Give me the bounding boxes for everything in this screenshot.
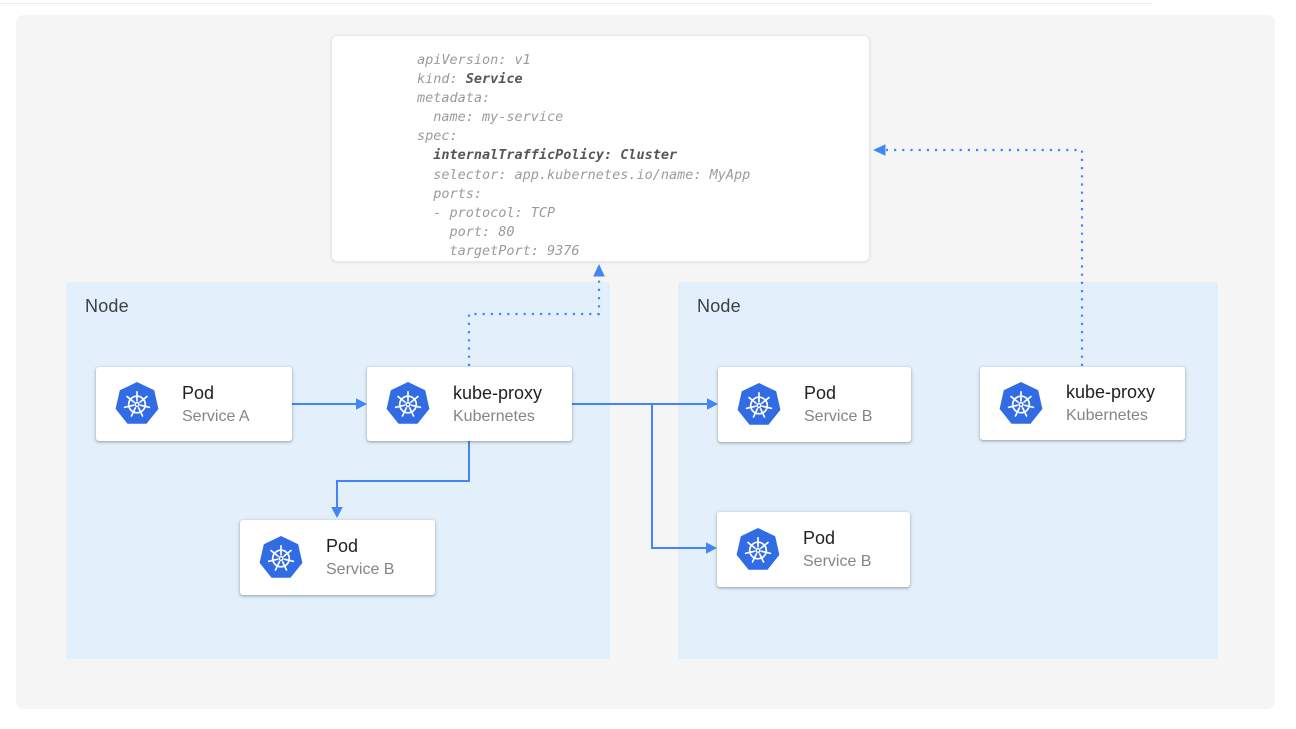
code-line: spec: bbox=[417, 127, 869, 146]
code-line: name: my-service bbox=[417, 108, 869, 127]
node-label: Node bbox=[697, 296, 741, 317]
kube-proxy-card-right: kube-proxy Kubernetes bbox=[980, 367, 1185, 440]
card-title: Pod bbox=[804, 382, 872, 404]
kubernetes-icon bbox=[998, 381, 1044, 427]
kubernetes-icon bbox=[258, 535, 304, 581]
code-line: - protocol: TCP bbox=[417, 204, 869, 223]
card-title: Pod bbox=[182, 382, 250, 404]
kubernetes-icon bbox=[736, 382, 782, 428]
code-line: port: 80 bbox=[417, 223, 869, 242]
code-line: apiVersion: v1 bbox=[417, 51, 869, 70]
node-box-right: Node bbox=[678, 282, 1218, 659]
code-line: selector: app.kubernetes.io/name: MyApp bbox=[417, 166, 869, 185]
node-box-left: Node bbox=[66, 282, 610, 659]
code-line: metadata: bbox=[417, 89, 869, 108]
pod-card-service-b-right-bottom: Pod Service B bbox=[717, 512, 910, 587]
kubernetes-icon bbox=[114, 381, 160, 427]
card-title: Pod bbox=[803, 527, 871, 549]
pod-card-service-b-left: Pod Service B bbox=[240, 520, 435, 595]
service-yaml-card: apiVersion: v1 kind: Service metadata: n… bbox=[331, 35, 870, 262]
yaml-code-block: apiVersion: v1 kind: Service metadata: n… bbox=[417, 51, 869, 261]
card-subtitle: Service B bbox=[326, 559, 394, 580]
card-subtitle: Service A bbox=[182, 406, 250, 427]
card-title: kube-proxy bbox=[1066, 381, 1155, 403]
top-divider bbox=[0, 3, 1152, 4]
pod-card-service-a: Pod Service A bbox=[96, 367, 292, 441]
kube-proxy-card-left: kube-proxy Kubernetes bbox=[367, 367, 572, 441]
pod-card-service-b-right-top: Pod Service B bbox=[718, 367, 911, 442]
card-title: kube-proxy bbox=[453, 382, 542, 404]
code-line: kind: Service bbox=[417, 70, 869, 89]
card-subtitle: Kubernetes bbox=[453, 406, 542, 427]
card-title: Pod bbox=[326, 535, 394, 557]
card-subtitle: Service B bbox=[803, 551, 871, 572]
node-label: Node bbox=[85, 296, 129, 317]
kubernetes-icon bbox=[385, 381, 431, 427]
card-subtitle: Service B bbox=[804, 406, 872, 427]
code-line: targetPort: 9376 bbox=[417, 242, 869, 261]
kubernetes-icon bbox=[735, 527, 781, 573]
card-subtitle: Kubernetes bbox=[1066, 405, 1155, 426]
code-line: ports: bbox=[417, 185, 869, 204]
code-line: internalTrafficPolicy: Cluster bbox=[417, 146, 869, 165]
